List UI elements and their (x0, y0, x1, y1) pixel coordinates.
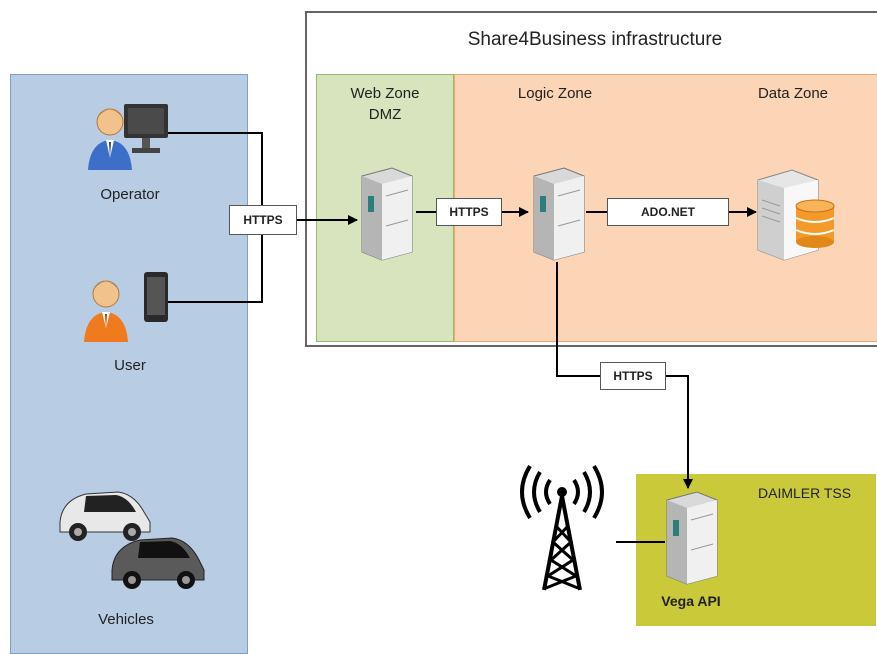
user-icon (84, 272, 168, 342)
operator-label: Operator (100, 186, 160, 203)
web-zone-sublabel: DMZ (368, 106, 402, 123)
https-client-label: HTTPS (229, 205, 297, 235)
https-vega-label: HTTPS (600, 362, 666, 390)
data-zone-label: Data Zone (757, 85, 829, 102)
logic-server-icon (533, 167, 585, 261)
database-server-icon (757, 169, 835, 261)
operator-icon (88, 104, 168, 170)
https-web-logic-label: HTTPS (436, 198, 502, 226)
antenna-icon (520, 464, 604, 591)
web-server-icon (361, 167, 413, 261)
user-label: User (114, 357, 146, 374)
vega-server-icon (666, 491, 718, 585)
infrastructure-title: Share4Business infrastructure (467, 29, 723, 50)
logic-zone-label: Logic Zone (517, 85, 593, 102)
adonet-label: ADO.NET (607, 198, 729, 226)
vehicles-label: Vehicles (98, 611, 154, 628)
daimler-title: DAIMLER TSS (758, 485, 852, 501)
vehicles-icon (59, 491, 205, 589)
vega-api-label: Vega API (661, 593, 721, 609)
web-zone-label: Web Zone (350, 85, 420, 102)
